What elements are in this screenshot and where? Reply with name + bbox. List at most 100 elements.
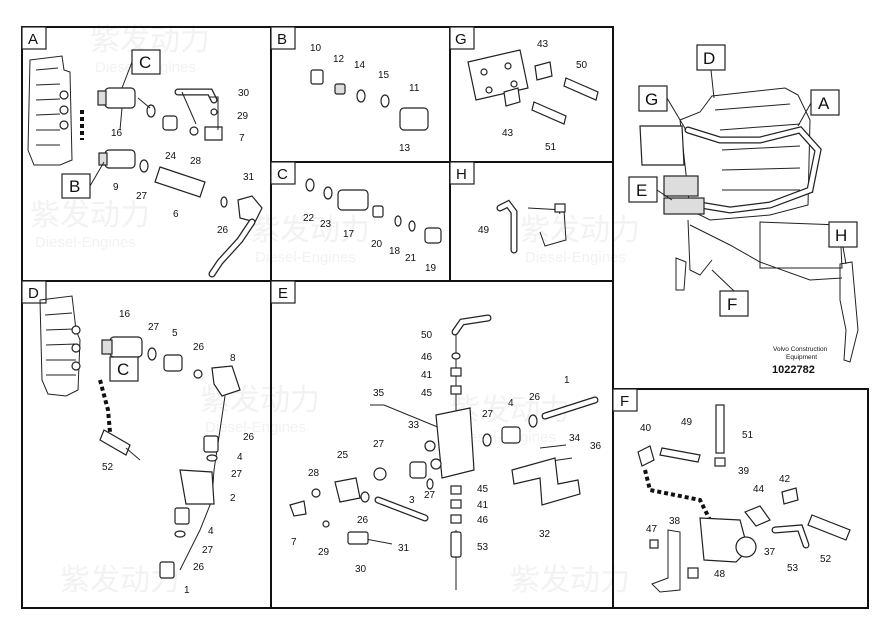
drawing-code: 1022782: [772, 364, 815, 376]
section-g-letter: G: [455, 31, 467, 48]
label-e-31: 31: [398, 543, 410, 554]
block-2-d: [179, 469, 215, 505]
label-d-26-low: 26: [193, 562, 205, 573]
panel-a-drawing: C B 30 29 7 16 24 28 9 27 6 31 26: [27, 49, 263, 278]
label-f-48: 48: [714, 569, 726, 580]
label-a-30: 30: [238, 88, 250, 99]
panel-e-drawing: 50 46 41 45 35 33 27 4 26 1 34 36 27 25 …: [289, 314, 602, 590]
label-f-39: 39: [738, 466, 750, 477]
label-e-1: 1: [564, 375, 570, 386]
callout-c-a: [131, 49, 161, 75]
callout-e-overview: [628, 176, 658, 203]
watermark-layer: 紫发动力 Diesel-Engines 紫发动力 Diesel-Engines …: [30, 24, 640, 597]
label-a-28: 28: [190, 156, 202, 167]
label-g-43-top: 43: [537, 39, 549, 50]
watermark-brand-2: 紫发动力: [30, 199, 150, 232]
overview-drawing: D G A E H F Volvo Construction Equipment…: [628, 44, 859, 376]
label-g-43-bottom: 43: [502, 128, 514, 139]
label-f-47: 47: [646, 524, 658, 535]
panel-g-drawing: 43 50 43 51: [467, 39, 599, 153]
valve-block-a: [27, 55, 73, 166]
callout-a-overview: [810, 89, 840, 116]
label-e-46-low: 46: [477, 515, 489, 526]
section-c-letter: C: [277, 166, 288, 183]
watermark-sub-2: Diesel-Engines: [35, 234, 136, 251]
label-f-38: 38: [669, 516, 681, 527]
label-g-50: 50: [576, 60, 588, 71]
label-e-26-low: 26: [357, 515, 369, 526]
caption-line-1: Volvo Construction: [773, 346, 828, 353]
label-b-11: 11: [409, 83, 420, 94]
label-a-24: 24: [165, 151, 177, 162]
label-c-18: 18: [389, 246, 401, 257]
label-e-45-top: 45: [421, 388, 433, 399]
label-d-8: 8: [230, 353, 236, 364]
label-c-19: 19: [425, 263, 437, 274]
label-e-32: 32: [539, 529, 551, 540]
label-f-52: 52: [820, 554, 832, 565]
label-d-26-top: 26: [193, 342, 205, 353]
label-e-53: 53: [477, 542, 489, 553]
label-a-31: 31: [243, 172, 255, 183]
svg-text:E: E: [636, 181, 647, 200]
cap-11-b: [399, 107, 429, 131]
section-letters: A B G C H D E F: [21, 26, 638, 412]
label-e-41-low: 41: [477, 500, 489, 511]
label-d-5: 5: [172, 328, 178, 339]
label-b-15: 15: [378, 70, 390, 81]
svg-text:C: C: [139, 53, 151, 72]
label-f-37: 37: [764, 547, 776, 558]
svg-text:H: H: [835, 226, 847, 245]
label-a-7: 7: [239, 133, 245, 144]
section-h-letter: H: [456, 166, 467, 183]
label-c-22: 22: [303, 213, 315, 224]
dash-link-f: [643, 469, 712, 521]
label-c-20: 20: [371, 239, 383, 250]
label-a-9: 9: [113, 182, 119, 193]
svg-text:A: A: [818, 94, 830, 113]
label-a-6: 6: [173, 209, 179, 220]
label-d-16: 16: [119, 309, 131, 320]
label-e-27-right: 27: [482, 409, 494, 420]
label-f-49: 49: [681, 417, 693, 428]
label-f-42: 42: [779, 474, 791, 485]
label-e-28: 28: [308, 468, 320, 479]
label-e-50: 50: [421, 330, 433, 341]
label-d-1: 1: [184, 585, 190, 596]
section-a-letter: A: [28, 31, 38, 48]
label-d-4-low: 4: [208, 526, 214, 537]
overview-machine: [679, 87, 811, 221]
label-e-34: 34: [569, 433, 581, 444]
label-d-27-top: 27: [148, 322, 160, 333]
callout-h-overview: [828, 221, 858, 248]
label-e-41-top: 41: [421, 370, 433, 381]
label-c-23: 23: [320, 219, 332, 230]
label-e-45-low: 45: [477, 484, 489, 495]
watermark-sub-4: Diesel-Engines: [525, 249, 626, 266]
panel-d-drawing: C 16 27 5 26 8 26 4 27 2 4 27 26 1 52: [39, 295, 255, 596]
label-e-3: 3: [409, 495, 415, 506]
dash-link-d: [98, 379, 112, 433]
fitting-16-a: [104, 87, 136, 109]
section-d-letter: D: [28, 285, 39, 302]
label-c-17: 17: [343, 229, 355, 240]
watermark-sub-5: Diesel-Engines: [205, 419, 306, 436]
label-e-35: 35: [373, 388, 385, 399]
label-g-51: 51: [545, 142, 557, 153]
label-b-10: 10: [310, 43, 322, 54]
plate-g: [467, 49, 529, 101]
label-d-27-mid: 27: [231, 469, 243, 480]
label-d-2: 2: [230, 493, 236, 504]
label-e-29: 29: [318, 547, 330, 558]
label-d-27-low: 27: [202, 545, 214, 556]
svg-text:C: C: [117, 360, 129, 379]
watermark-brand-4: 紫发动力: [520, 214, 640, 247]
label-e-46-top: 46: [421, 352, 433, 363]
svg-text:G: G: [645, 90, 658, 109]
pipe-6-a: [154, 166, 206, 198]
panel-d-frame: [21, 280, 272, 609]
section-f-letter: F: [620, 393, 629, 410]
svg-text:F: F: [727, 295, 737, 314]
label-b-12: 12: [333, 54, 345, 65]
